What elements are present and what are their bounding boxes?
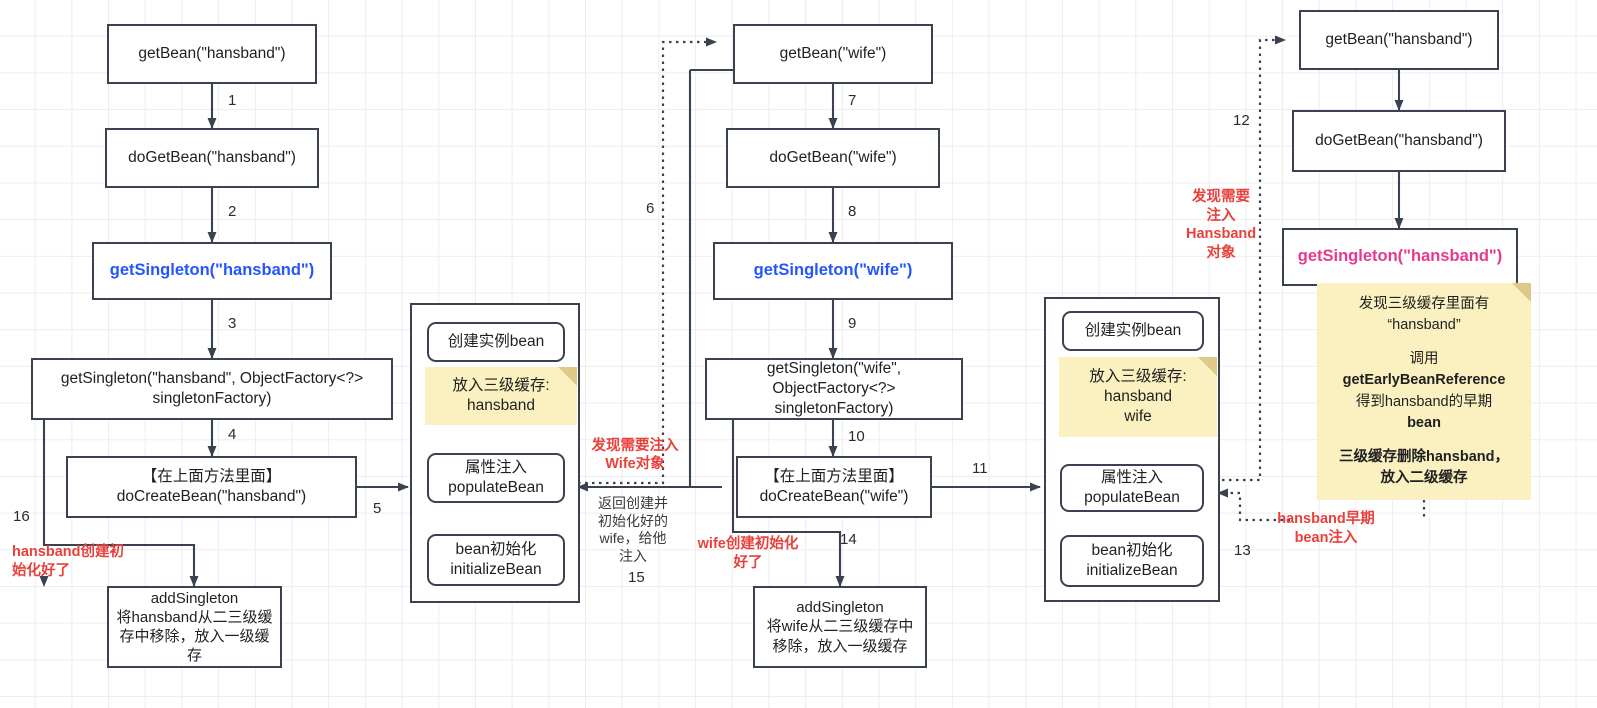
- node-label: getSingleton("hansband"): [109, 261, 315, 280]
- node-label: getSingleton("wife"): [753, 261, 913, 280]
- node-label: 创建实例bean: [1084, 322, 1182, 340]
- node-label: addSingleton 将hansband从二三级缓存中移除，放入一级缓存: [116, 589, 273, 665]
- sticky-line-8: 放入二级缓存: [1380, 469, 1468, 486]
- node-get-singleton-factory-wife[interactable]: getSingleton("wife", ObjectFactory<?> si…: [705, 358, 963, 420]
- node-create-instance-bean-hansband[interactable]: 创建实例bean: [427, 322, 565, 362]
- node-label: getBean("wife"): [779, 45, 887, 63]
- sticky-text: 放入三级缓存: hansband wife: [1089, 367, 1187, 426]
- node-create-instance-bean-wife[interactable]: 创建实例bean: [1062, 311, 1204, 351]
- sticky-line-6: bean: [1407, 414, 1441, 431]
- sticky-note-level3-cache-wife: 放入三级缓存: hansband wife: [1059, 357, 1217, 437]
- step-label-8: 8: [848, 203, 857, 220]
- node-get-bean-hansband-2[interactable]: getBean("hansband"): [1299, 10, 1499, 70]
- sticky-fold-icon: [1198, 357, 1217, 376]
- node-label: doGetBean("hansband"): [1315, 132, 1483, 150]
- node-initialize-bean-hansband[interactable]: bean初始化 initializeBean: [427, 534, 565, 586]
- node-label: doGetBean("wife"): [769, 149, 897, 167]
- step-label-3: 3: [228, 315, 237, 332]
- node-do-get-bean-hansband[interactable]: doGetBean("hansband"): [105, 128, 319, 188]
- annotation-return-wife: 返回创建并初始化好的wife，给他注入: [598, 495, 668, 564]
- step-label-6: 6: [646, 200, 655, 217]
- node-label: 属性注入 populateBean: [448, 459, 544, 496]
- annotation-hansband-created: hansband创建初始化好了: [12, 544, 124, 579]
- annotation-early-bean-inject: hansband早期bean注入: [1277, 511, 1375, 546]
- node-get-bean-wife[interactable]: getBean("wife"): [733, 24, 933, 84]
- sticky-text: 放入三级缓存: hansband: [452, 376, 550, 414]
- node-label: getSingleton("wife", ObjectFactory<?> si…: [766, 360, 902, 417]
- step-label-12: 12: [1233, 112, 1250, 129]
- node-initialize-bean-wife[interactable]: bean初始化 initializeBean: [1060, 535, 1204, 587]
- node-populate-bean-hansband[interactable]: 属性注入 populateBean: [427, 453, 565, 503]
- node-label: 属性注入 populateBean: [1084, 469, 1180, 506]
- node-label: 【在上面方法里面】 doCreateBean("hansband"): [116, 468, 307, 505]
- node-label: 创建实例bean: [447, 333, 545, 351]
- step-label-13: 13: [1234, 542, 1251, 559]
- step-label-9: 9: [848, 315, 857, 332]
- node-get-singleton-hansband[interactable]: getSingleton("hansband"): [92, 242, 332, 300]
- sticky-line-7: 三级缓存删除hansband，: [1339, 448, 1509, 465]
- step-label-14: 14: [840, 531, 857, 548]
- step-label-10: 10: [848, 428, 865, 445]
- node-do-create-bean-wife[interactable]: 【在上面方法里面】 doCreateBean("wife"): [736, 456, 932, 518]
- node-get-bean-hansband[interactable]: getBean("hansband"): [107, 24, 317, 84]
- node-label: getBean("hansband"): [138, 45, 286, 63]
- annotation-need-inject-wife: 发现需要注入Wife对象: [591, 438, 679, 473]
- node-populate-bean-wife[interactable]: 属性注入 populateBean: [1060, 464, 1204, 512]
- node-get-singleton-hansband-2[interactable]: getSingleton("hansband"): [1282, 228, 1518, 286]
- node-label: bean初始化 initializeBean: [450, 541, 542, 578]
- step-label-16: 16: [13, 508, 30, 525]
- sticky-line-3: 调用: [1409, 351, 1439, 368]
- node-do-create-bean-hansband[interactable]: 【在上面方法里面】 doCreateBean("hansband"): [66, 456, 357, 518]
- node-get-singleton-wife[interactable]: getSingleton("wife"): [713, 242, 953, 300]
- node-label: bean初始化 initializeBean: [1086, 542, 1178, 579]
- step-label-2: 2: [228, 203, 237, 220]
- step-label-5: 5: [373, 500, 382, 517]
- node-label: addSingleton 将wife从二三级缓存中移除，放入一级缓存: [766, 599, 914, 655]
- node-get-singleton-factory-hansband[interactable]: getSingleton("hansband", ObjectFactory<?…: [31, 358, 393, 420]
- node-label: getBean("hansband"): [1325, 31, 1473, 49]
- node-label: getSingleton("hansband"): [1297, 247, 1503, 266]
- node-label: 【在上面方法里面】 doCreateBean("wife"): [759, 468, 909, 505]
- sticky-note-early-bean-reference: 发现三级缓存里面有 “hansband” 调用 getEarlyBeanRefe…: [1317, 283, 1531, 500]
- step-label-1: 1: [228, 92, 237, 109]
- annotation-wife-created: wife创建初始化好了: [697, 536, 799, 571]
- node-label: getSingleton("hansband", ObjectFactory<?…: [60, 370, 364, 407]
- step-label-11: 11: [972, 460, 988, 477]
- annotation-need-inject-hansband: 发现需要注入Hansband对象: [1186, 189, 1257, 261]
- node-add-singleton-hansband[interactable]: addSingleton 将hansband从二三级缓存中移除，放入一级缓存: [107, 586, 282, 668]
- step-label-4: 4: [228, 426, 237, 443]
- node-label: doGetBean("hansband"): [128, 149, 296, 167]
- sticky-note-level3-cache-hansband: 放入三级缓存: hansband: [425, 367, 577, 425]
- node-do-get-bean-wife[interactable]: doGetBean("wife"): [726, 128, 940, 188]
- node-do-get-bean-hansband-2[interactable]: doGetBean("hansband"): [1292, 110, 1506, 172]
- sticky-fold-icon: [1512, 283, 1531, 302]
- sticky-fold-icon: [558, 367, 577, 386]
- sticky-line-5: 得到hansband的早期: [1355, 393, 1493, 410]
- sticky-line-4: getEarlyBeanReference: [1342, 372, 1506, 389]
- sticky-line-2: “hansband”: [1387, 317, 1461, 334]
- node-add-singleton-wife[interactable]: addSingleton 将wife从二三级缓存中移除，放入一级缓存: [753, 586, 927, 668]
- step-label-7: 7: [848, 92, 857, 109]
- sticky-line-1: 发现三级缓存里面有: [1358, 296, 1490, 313]
- step-label-15: 15: [628, 569, 645, 586]
